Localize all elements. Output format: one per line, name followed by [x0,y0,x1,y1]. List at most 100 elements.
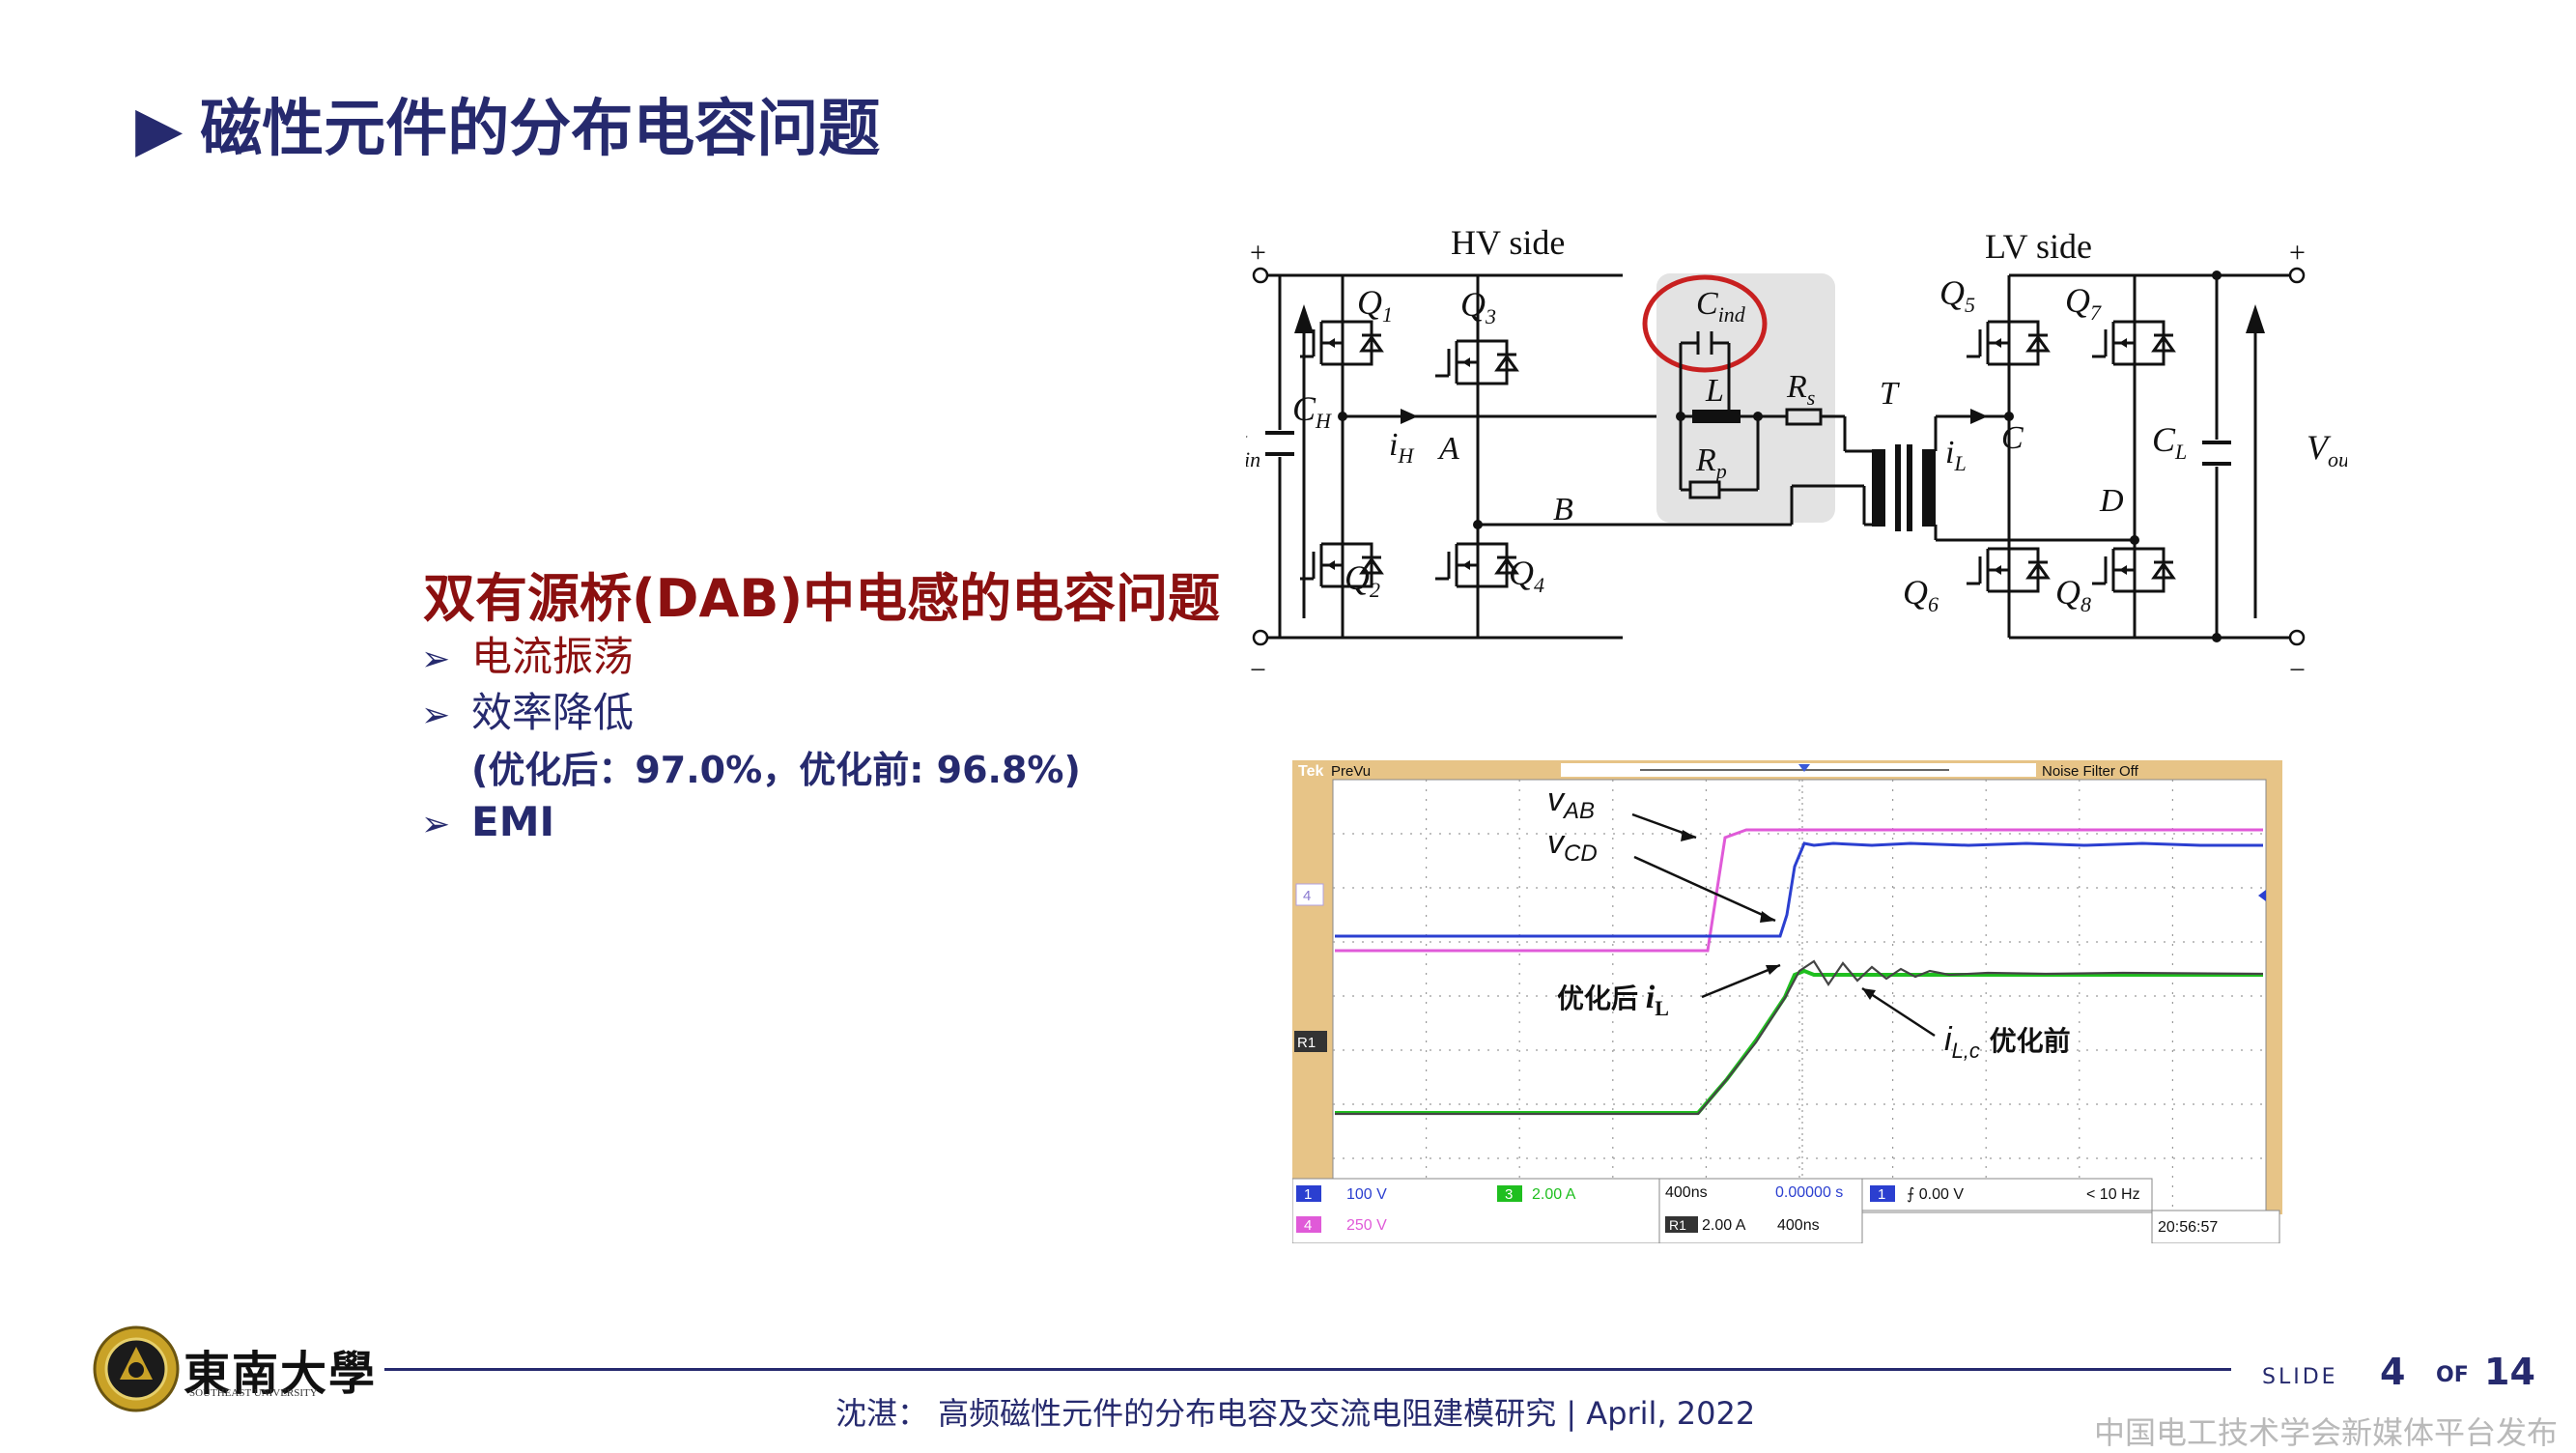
il-label: iL [1945,435,1967,475]
vout-label: Vout [2307,428,2347,471]
mosfet-q7 [2090,304,2175,382]
ch4-scale: 250 V [1346,1217,1387,1234]
scope-mode: PreVu [1331,763,1371,780]
q6-label: Q6 [1903,573,1939,616]
trigger-level: ⨍ 0.00 V [1907,1186,1964,1203]
university-logo-text: 東南大學 [184,1347,378,1401]
transformer-t [1862,444,1936,531]
q4-label: Q4 [1509,554,1544,597]
plus-sign-lv: + [2289,237,2306,269]
r1-scale: 2.00 A [1702,1217,1746,1234]
timebase-value: 400ns [1665,1184,1708,1201]
il-arrow-icon [1970,409,1988,424]
q8-label: Q8 [2055,573,2091,616]
ih-label: iH [1389,427,1414,468]
t-label: T [1880,376,1900,412]
ch3-scale: 2.00 A [1532,1186,1576,1203]
after-optimization-label: 优化后 iL [1557,980,1669,1020]
node-b-label: B [1553,492,1573,527]
terminal-minus-hv [1252,629,1269,646]
title-triangle-icon: ▶ [135,94,184,165]
inductor-model-box [1656,273,1835,523]
slide-title: ▶磁性元件的分布电容问题 [135,79,880,168]
vcd-label: vCD [1547,824,1598,867]
q1-label: Q1 [1357,283,1393,327]
ch1-level-icon [2258,890,2266,901]
plus-sign-hv: + [1250,237,1266,269]
vab-label: vAB [1547,782,1595,824]
terminal-plus-hv [1252,267,1269,284]
ch1-scale: 100 V [1346,1186,1387,1203]
delay-value: 0.00000 s [1775,1184,1843,1201]
title-text: 磁性元件的分布电容问题 [200,94,881,165]
before-optimization-label: iL,c 优化前 [1944,1021,2071,1063]
vout-arrow-icon [2246,304,2265,333]
ih-arrow-icon [1401,409,1418,424]
dab-circuit-diagram: HV side LV side + − + − Q1 Q2 Q3 Q4 Q5 Q… [1246,227,2347,686]
scope-grid [1333,780,2266,1212]
university-logo-subtext: SOUTHEAST UNIVERSITY [189,1387,318,1399]
ch4-marker: 4 [1303,888,1311,904]
bullet-text: 效率降低 [471,689,635,736]
r1-id: R1 [1669,1217,1686,1233]
cl-label: CL [2152,420,2187,464]
slide-of-label: OF [2436,1363,2469,1387]
rs-label: Rs [1786,369,1815,410]
lv-side-label: LV side [1985,227,2092,266]
trigger-frequency: < 10 Hz [2086,1186,2140,1203]
bullet-text: 电流振荡 [471,633,635,680]
scope-brand: Tek [1298,763,1323,780]
noise-filter-status: Noise Filter Off [2042,763,2139,780]
trace-vab [1335,828,2263,953]
cind-highlight-circle [1642,274,1768,373]
node-c-label: C [2001,420,2024,456]
terminal-minus-lv [2288,629,2306,646]
bullet-item: ➢ 电流振荡 [421,624,634,683]
bullet-arrow-icon: ➢ [421,805,451,844]
ch1-id: 1 [1304,1186,1312,1203]
slide-number: 4 [2380,1351,2406,1393]
footer-divider [384,1368,2231,1371]
r1-time: 400ns [1777,1217,1820,1234]
hv-side-label: HV side [1451,227,1565,262]
minus-sign-hv: − [1250,654,1266,686]
university-seal-icon [93,1325,180,1412]
ch-label: CH [1292,389,1332,433]
mosfet-q5 [1965,304,2050,382]
r1-marker: R1 [1297,1035,1316,1051]
watermark-text: 中国电工技术学会新媒体平台发布 [2094,1414,2559,1451]
node-d-label: D [2099,483,2124,519]
trigger-position-icon [1798,764,1810,772]
bullet-text: EMI [471,798,555,845]
slide-label: SLIDE [2262,1365,2338,1389]
bullet-item: ➢ 效率降低 [421,680,634,739]
trace-il-before [1335,959,2264,1116]
ch3-id: 3 [1505,1186,1513,1203]
bullet-subtext: (优化后：97.0%，优化前: 96.8%) [471,749,1081,791]
footer-citation: 沈湛： 高频磁性元件的分布电容及交流电阻建模研究 | April, 2022 [835,1395,1756,1432]
trace-vcd [1335,841,2263,938]
inductor-l [1692,410,1741,423]
vin-arrow-icon [1294,304,1314,333]
oscilloscope-capture: Tek PreVu Noise Filter Off 4 R1 vAB vCD … [1292,760,2282,1243]
bullet-arrow-icon: ➢ [421,696,451,735]
scope-clock: 20:56:57 [2158,1219,2218,1236]
mosfet-q4 [1433,527,1518,604]
mosfet-q3 [1433,324,1518,401]
q2-label: Q2 [1345,558,1380,602]
q5-label: Q5 [1939,273,1975,317]
trigger-channel: 1 [1878,1186,1885,1203]
q7-label: Q7 [2065,281,2102,325]
section-heading: 双有源桥(DAB)中电感的电容问题 [423,568,1221,629]
bullet-arrow-icon: ➢ [421,640,451,679]
terminal-plus-lv [2288,267,2306,284]
minus-sign-lv: − [2289,654,2306,686]
l-label: L [1705,373,1724,409]
ch4-id: 4 [1304,1217,1312,1234]
node-a-label: A [1437,431,1459,467]
bullet-item: ➢ EMI [421,798,554,845]
slide-total: 14 [2484,1351,2535,1393]
cind-label: Cind [1696,286,1746,327]
mosfet-q6 [1965,531,2050,609]
vin-label: Vin [1246,428,1260,471]
